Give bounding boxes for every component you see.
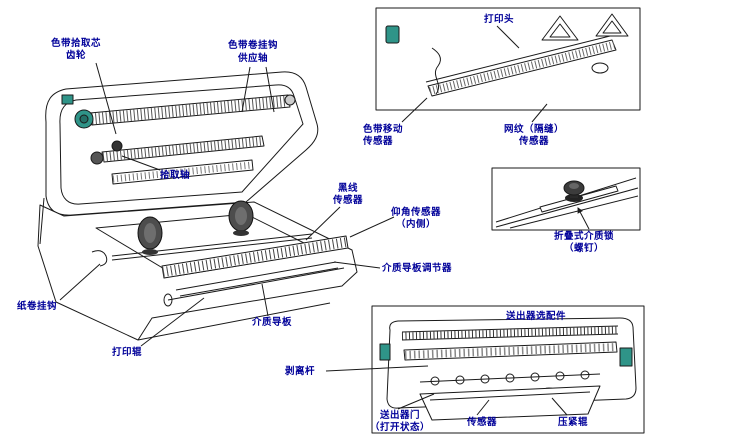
label-media-guide-adjuster: 介质导板调节器 xyxy=(382,263,453,274)
label-elevation-sensor: 仰角传感器 （内侧） xyxy=(390,207,441,231)
inset-printhead-box xyxy=(375,7,641,111)
label-ribbon-motion-sensor: 色带移动 传感器 xyxy=(363,124,404,148)
inset-dispenser-illustration xyxy=(371,305,645,434)
label-pinch-roller: 压紧辊 xyxy=(557,417,588,428)
label-paper-roll-hook: 纸卷挂钩 xyxy=(17,301,58,312)
label-web-gap-sensor: 网纹（隔缝） 传感器 xyxy=(503,124,564,148)
label-dispenser-door: 送出器门 （打开状态） xyxy=(369,410,430,434)
label-black-line-sensor: 黑线 传感器 xyxy=(332,183,363,207)
label-peel-bar: 剥离杆 xyxy=(285,366,316,377)
label-dispenser-option: 送出器选配件 xyxy=(506,311,567,322)
main-printer-illustration xyxy=(37,71,358,341)
label-ribbon-roll-hook: 色带卷挂钩 xyxy=(228,40,279,51)
label-supply-spindle: 供应轴 xyxy=(238,53,269,64)
paper-roll-hook-shape xyxy=(91,250,108,267)
label-ribbon-takeup-core-gear: 色带拾取芯 齿轮 xyxy=(50,38,101,62)
inset-printhead-illustration xyxy=(375,7,641,111)
label-print-head: 打印头 xyxy=(483,14,514,25)
dispenser-right-roller-end xyxy=(619,347,633,367)
dispenser-left-roller-end xyxy=(379,343,391,361)
leader-lines xyxy=(59,25,590,416)
label-sensor: 传感器 xyxy=(466,417,497,428)
inset-fanfold-lock-illustration xyxy=(491,167,641,231)
label-fanfold-media-lock: 折叠式介质锁 （螺钉） xyxy=(553,231,614,255)
label-media-guide: 介质导板 xyxy=(252,317,293,328)
label-print-roller: 打印辊 xyxy=(112,347,143,358)
printhead-release-tab xyxy=(385,25,400,44)
lid-latch xyxy=(61,94,74,105)
label-takeup-spindle: 拾取轴 xyxy=(159,170,190,181)
